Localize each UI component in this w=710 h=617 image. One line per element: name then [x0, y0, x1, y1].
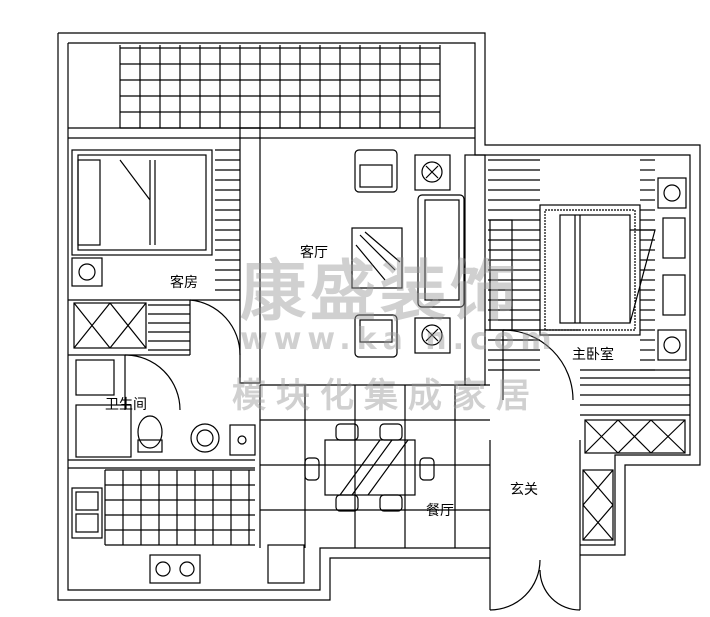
floor-grid-lines [259, 384, 490, 548]
floor-hatching [148, 149, 690, 416]
label-guest-room: 客房 [170, 275, 198, 291]
bathroom-fixtures [75, 359, 256, 458]
master-bed [539, 177, 687, 361]
watermark-slogan: 模块化集成家居 [232, 376, 540, 416]
balcony-tiles [119, 45, 441, 129]
kitchen-tiles [104, 469, 255, 546]
label-master-bedroom: 主卧室 [572, 347, 614, 363]
label-bathroom: 卫生间 [105, 397, 147, 413]
label-dining-room: 餐厅 [426, 503, 454, 519]
kitchen-fixtures [71, 487, 305, 584]
guest-bed [71, 149, 213, 287]
watermark-brand: 康盛装饰 [240, 253, 520, 330]
wardrobes [73, 302, 686, 541]
label-foyer: 玄关 [510, 482, 538, 498]
dining-table [304, 423, 435, 512]
watermark-url: www.ka n.com [240, 322, 558, 357]
sofa-set [351, 149, 465, 358]
label-living-room: 客厅 [300, 245, 328, 261]
